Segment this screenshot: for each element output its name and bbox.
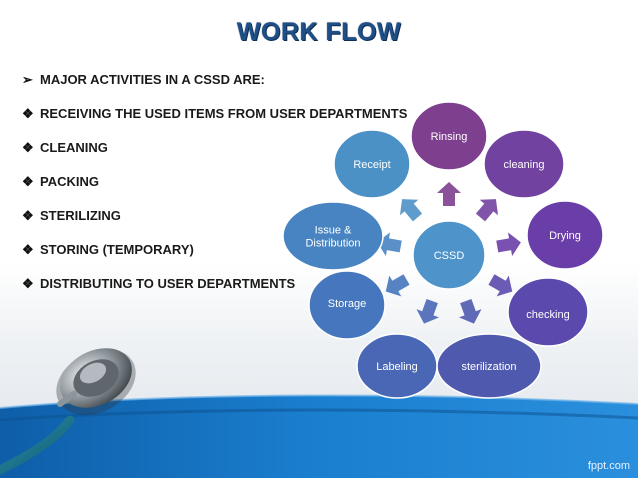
step-label: Drying [549,230,581,242]
bullet-text: DISTRIBUTING TO USER DEPARTMENTS [40,276,296,291]
step-label: Labeling [376,361,418,373]
step-node-issue-distribution [282,201,384,271]
cssd-center-node [412,220,486,290]
bullet-item: ❖ CLEANING [22,140,442,174]
cycle-arrows [377,182,521,324]
cycle-arrow [496,232,521,257]
cycle-arrow [488,274,513,297]
step-label: checking [526,309,569,321]
step-node-labeling [356,333,438,399]
bullet-item: ❖ DISTRIBUTING TO USER DEPARTMENTS [22,276,442,310]
step-node-storage [308,270,386,340]
diamond-bullet-icon: ❖ [22,208,34,223]
bullet-text: CLEANING [40,140,108,155]
bullet-item: ❖ STERILIZING [22,208,442,242]
bullet-text: RECEIVING THE USED ITEMS FROM USER DEPAR… [40,106,408,121]
step-label: cleaning [504,159,545,171]
step-label: Rinsing [431,131,468,143]
cssd-center-label: CSSD [434,250,465,262]
step-node-rinsing [410,101,488,171]
diamond-bullet-icon: ❖ [22,276,34,291]
diamond-bullet-icon: ❖ [22,174,34,189]
bullet-list: ➢ MAJOR ACTIVITIES IN A CSSD ARE: ❖ RECEIV… [22,72,442,310]
step-label: Receipt [353,159,390,171]
cycle-arrow [399,199,423,222]
step-node-drying [526,200,604,270]
step-label: sterilization [461,361,516,373]
bullet-item: ❖ STORING (TEMPORARY) [22,242,442,276]
cycle-arrow [437,182,461,206]
step-node-checking [507,277,589,347]
slide-title: WORK FLOW [236,18,402,46]
cycle-arrow [416,298,440,324]
brand-watermark: fppt.com [587,460,630,472]
bullet-item: ➢ MAJOR ACTIVITIES IN A CSSD ARE: [22,72,442,106]
bullet-item: ❖ PACKING [22,174,442,208]
diamond-bullet-icon: ❖ [22,242,34,257]
diamond-bullet-icon: ❖ [22,106,34,121]
bullet-text: PACKING [40,174,99,189]
cycle-arrow [458,298,482,324]
diamond-bullet-icon: ❖ [22,140,34,155]
bullet-item: ❖ RECEIVING THE USED ITEMS FROM USER DEPA… [22,106,442,140]
bullet-text: MAJOR ACTIVITIES IN A CSSD ARE: [40,72,265,87]
step-node-cleaning [483,129,565,199]
bullet-text: STERILIZING [40,208,121,223]
step-label: Issue &Distribution [305,225,360,250]
cycle-arrow [475,199,499,222]
step-label: Storage [328,298,367,310]
step-node-receipt [333,129,411,199]
bullet-text: STORING (TEMPORARY) [40,242,194,257]
arrow-bullet-icon: ➢ [22,72,33,87]
cycle-arrow [385,274,410,297]
